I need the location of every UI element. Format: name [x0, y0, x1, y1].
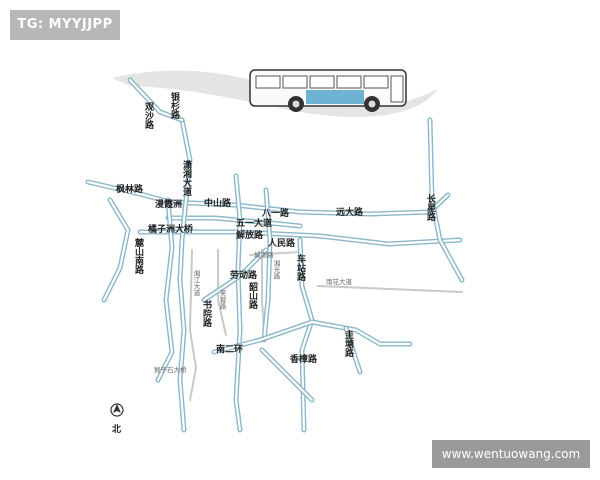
- label-guansha: 观沙路: [143, 102, 154, 130]
- label-bayi: 八一路: [261, 207, 290, 219]
- label-chezhan: 车站路: [295, 253, 306, 282]
- label-xiangzhang: 香樟路: [289, 353, 318, 365]
- minor-road: [217, 249, 227, 336]
- label-juzizhou: 橘子洲大桥: [147, 223, 194, 235]
- label-shuyuan: 书院路: [201, 299, 212, 328]
- label-houzishi: 猴子石大桥: [154, 365, 187, 374]
- bus-illustration: [249, 69, 407, 112]
- minor-road: [261, 249, 265, 331]
- north-compass: 北: [110, 403, 124, 435]
- label-nanerhuan: 南二环: [216, 343, 243, 355]
- label-fenglin: 枫林路: [116, 183, 144, 195]
- label-xiangjiang: 湘江大道: [192, 269, 200, 298]
- label-yinshan: 银杉路: [169, 91, 180, 120]
- label-yuhua: 雨花大道: [326, 277, 353, 286]
- compass-label: 北: [112, 423, 121, 435]
- label-zhongshan: 中山路: [204, 197, 232, 209]
- label-guixi: 圭塘路: [343, 329, 354, 358]
- label-renmin: 人民路: [267, 237, 296, 249]
- site-watermark: www.wentuowang.com: [432, 440, 590, 468]
- watermark-badge: TG: MYYJJPP: [10, 10, 120, 40]
- minor-road: [317, 285, 463, 293]
- label-changxing: 长星路: [425, 193, 436, 222]
- label-xiaoxiang: 潇湘大道: [181, 159, 192, 197]
- label-yuanda: 远大路: [336, 206, 364, 218]
- north-arrow-icon: [113, 404, 121, 413]
- minor-road: [189, 249, 197, 401]
- label-laodong: 劳动路: [230, 269, 258, 281]
- label-jiefang: 解放路: [236, 229, 264, 241]
- label-lushannan: 麓山南路: [133, 237, 145, 275]
- label-yanghu: 漫霞洲: [155, 198, 182, 210]
- label-shaoshan: 韶山路: [247, 281, 258, 310]
- label-xiangguang: 湘光路: [272, 259, 280, 281]
- label-chengnan: 城南路: [254, 250, 274, 259]
- label-wuyi: 五一大道: [236, 217, 272, 229]
- major-roads: [85, 77, 465, 433]
- label-furong: 芙蓉路: [218, 289, 226, 311]
